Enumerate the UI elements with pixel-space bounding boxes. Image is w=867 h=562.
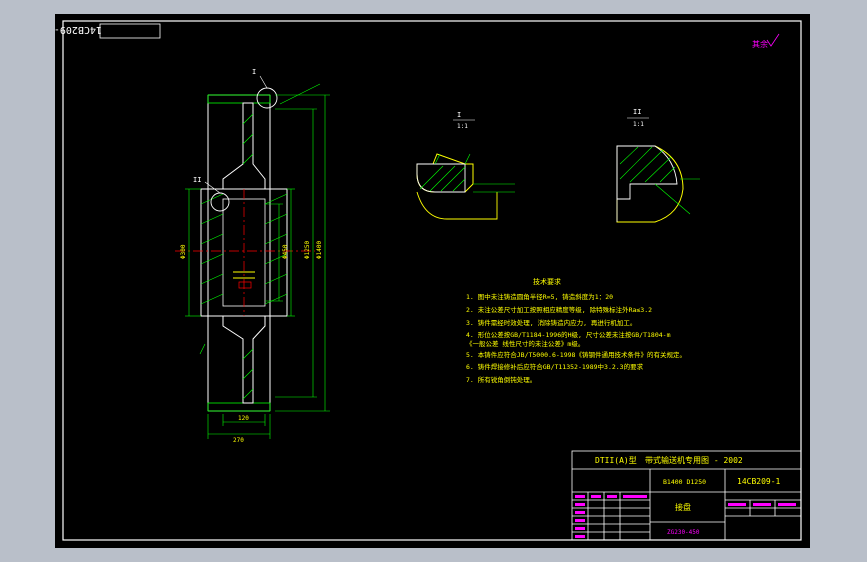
rotated-number-box	[99, 23, 161, 39]
detail-callout-2: II	[193, 176, 201, 184]
dim-outer-diameter: Φ1400	[316, 241, 323, 259]
detail-view-1: I 1:1	[416, 111, 515, 220]
main-section-view: I II	[175, 68, 315, 412]
drawing-border	[62, 20, 802, 541]
dimension-lines	[185, 83, 330, 439]
drawing-canvas: 14CB209-1 其余	[55, 14, 810, 548]
title-block-small-entries	[575, 495, 796, 538]
tech-req-item: 《一般公差 线性尺寸的未注公差》m级。	[466, 339, 584, 348]
cad-drawing: 14CB209-1 其余	[55, 20, 802, 541]
dim-face-diameter: Φ1250	[304, 241, 311, 259]
title-drawing-number: 14CB209-1	[737, 477, 781, 486]
tech-req-item: 3. 铸件需经时效处理, 消除铸造内应力, 再进行机加工。	[466, 318, 636, 327]
tech-req-item: 1. 图中未注铸造圆角半径R=5, 铸造斜度为1：20	[466, 292, 613, 301]
technical-requirements: 技术要求 1. 图中未注铸造圆角半径R=5, 铸造斜度为1：20 2. 未注公差…	[466, 277, 686, 384]
title-main: 带式输送机专用图 - 2002	[645, 455, 743, 465]
title-part-name: 接盘	[675, 502, 691, 512]
title-spec: B1400 D1250	[663, 478, 706, 486]
roughness-note: 其余	[752, 39, 768, 49]
detail-1-scale: 1:1	[457, 123, 468, 130]
dim-rim-width: 270	[233, 437, 244, 444]
tech-req-item: 4. 形位公差按GB/T1184-1996的H级, 尺寸公差未注按GB/T180…	[466, 330, 671, 339]
dim-bore-diameter: Φ300	[180, 244, 187, 259]
title-material: ZG230-450	[667, 529, 700, 536]
rotated-drawing-number: 14CB209-1	[55, 24, 102, 35]
title-series: DTII(A)型	[595, 456, 637, 465]
detail-view-2: II 1:1	[616, 108, 700, 223]
detail-1-label: I	[457, 111, 461, 119]
dim-hub-diameter: Φ450	[282, 244, 289, 259]
tech-req-title: 技术要求	[533, 277, 561, 286]
tech-req-item: 6. 铸件焊接修补后应符合GB/T11352-1989中3.2.3的要求	[466, 362, 644, 371]
dim-hub-width: 120	[238, 415, 249, 422]
title-block	[571, 450, 802, 541]
roughness-icon	[766, 33, 780, 47]
detail-2-scale: 1:1	[633, 121, 644, 128]
tech-req-item: 5. 本铸件应符合JB/T5000.6-1998《铸钢件通用技术条件》的有关规定…	[466, 350, 686, 359]
tech-req-item: 7. 所有锐角倒钝处理。	[466, 375, 536, 384]
detail-2-label: II	[633, 108, 641, 116]
detail-callout-1: I	[252, 68, 256, 76]
tech-req-item: 2. 未注公差尺寸加工按照相应精度等级, 除特殊标注外Ra≤3.2	[466, 305, 652, 314]
